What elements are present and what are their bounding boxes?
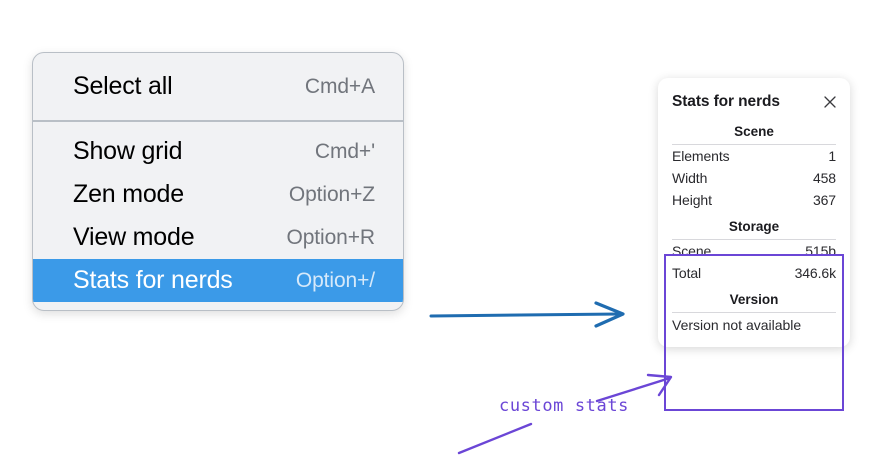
version-value: Version not available <box>672 317 802 333</box>
menu-item-view-mode[interactable]: View mode Option+R <box>33 216 403 259</box>
stat-key: Width <box>672 170 708 186</box>
close-icon[interactable] <box>822 94 838 110</box>
section-heading: Storage <box>728 219 780 234</box>
blue-arrow <box>429 301 625 328</box>
menu-item-label: Select all <box>73 72 173 100</box>
stat-key: Height <box>672 192 712 208</box>
section-scene: Scene Elements 1 Width 458 Height 367 <box>658 116 850 211</box>
stat-row: Scene 515b <box>658 240 850 262</box>
stat-key: Total <box>672 265 702 281</box>
section-version: Version Version not available <box>658 284 850 335</box>
panel-title: Stats for nerds <box>672 93 780 110</box>
menu-group-primary: Select all Cmd+A <box>33 53 403 122</box>
menu-item-select-all[interactable]: Select all Cmd+A <box>33 65 403 108</box>
menu-item-zen-mode[interactable]: Zen mode Option+Z <box>33 173 403 216</box>
menu-item-shortcut: Option+R <box>286 225 375 249</box>
menu-item-stats-for-nerds[interactable]: Stats for nerds Option+/ <box>33 259 403 302</box>
stat-key: Scene <box>672 243 712 259</box>
menu-item-shortcut: Option+/ <box>295 268 375 292</box>
custom-stats-annotation-label: custom stats <box>499 396 630 416</box>
stat-value: 1 <box>828 148 836 164</box>
stat-value: 515b <box>805 243 836 259</box>
stat-value: 367 <box>812 192 836 208</box>
stat-row: Total 346.6k <box>658 262 850 284</box>
menu-item-shortcut: Cmd+A <box>304 74 375 98</box>
section-divider <box>672 312 836 313</box>
section-heading: Version <box>729 292 779 307</box>
stat-value: 458 <box>812 170 836 186</box>
menu-item-label: Show grid <box>73 137 183 165</box>
menu-item-label: View mode <box>73 223 195 251</box>
section-divider <box>672 144 836 145</box>
section-divider <box>672 239 836 240</box>
menu-item-show-grid[interactable]: Show grid Cmd+' <box>33 130 403 173</box>
panel-header: Stats for nerds <box>658 88 850 116</box>
section-heading: Scene <box>734 124 774 139</box>
section-storage: Storage Scene 515b Total 346.6k <box>658 211 850 284</box>
stat-row: Height 367 <box>658 189 850 211</box>
panel-body: Scene Elements 1 Width 458 Height 367 St… <box>658 116 850 335</box>
stat-row: Elements 1 <box>658 145 850 167</box>
menu-item-shortcut: Option+Z <box>288 182 375 206</box>
stats-for-nerds-panel: Stats for nerds Scene Elements 1 Width 4… <box>658 78 850 347</box>
context-menu: Select all Cmd+A Show grid Cmd+' Zen mod… <box>32 52 404 311</box>
menu-item-label: Zen mode <box>73 180 184 208</box>
stat-value: 346.6k <box>794 265 837 281</box>
purple-underline-stroke <box>457 422 533 455</box>
menu-item-shortcut: Cmd+' <box>314 139 375 163</box>
stat-key: Elements <box>672 148 730 164</box>
menu-group-secondary: Show grid Cmd+' Zen mode Option+Z View m… <box>33 122 403 310</box>
menu-item-label: Stats for nerds <box>73 266 233 294</box>
stat-row: Width 458 <box>658 167 850 189</box>
